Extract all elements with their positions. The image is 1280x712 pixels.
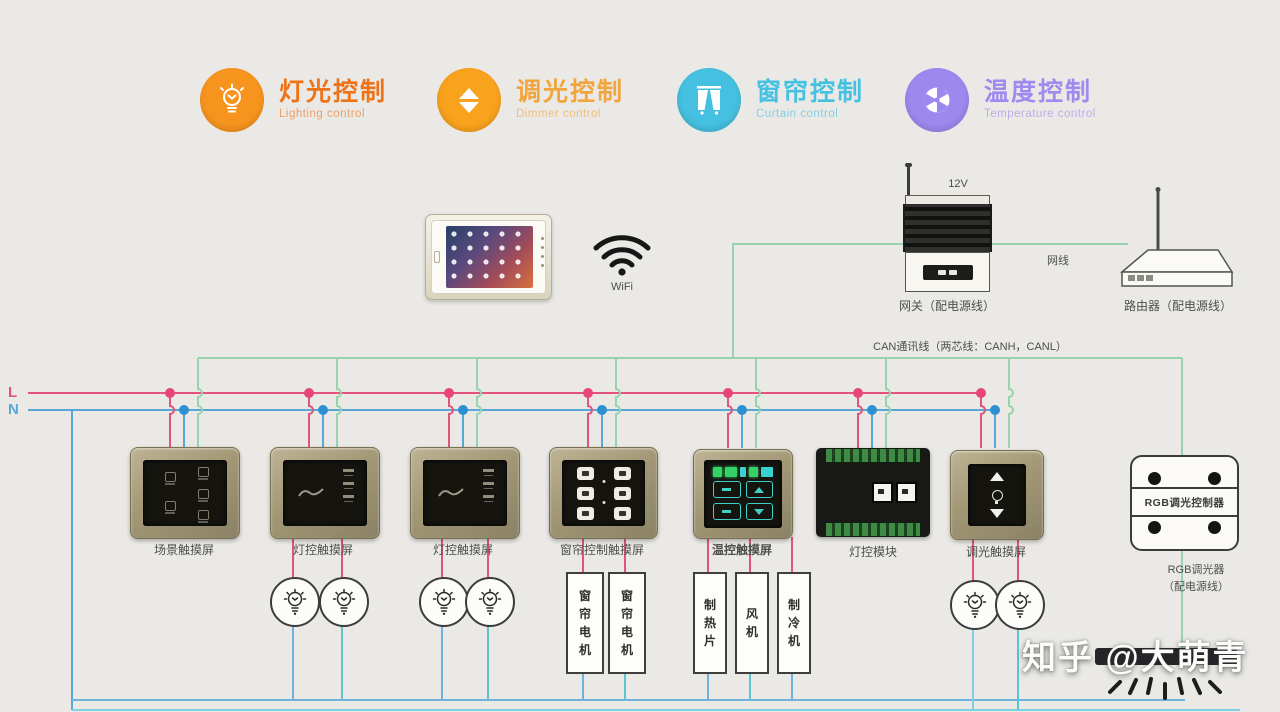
gateway-device — [903, 163, 992, 292]
legend-lighting: 灯光控制 Lighting control — [200, 68, 387, 132]
panel-label-light-2: 灯控触摸屏 — [432, 543, 494, 557]
legend-subtitle: Curtain control — [756, 108, 839, 120]
curtain-motor-1: 窗帘电机 — [566, 572, 604, 674]
network-cable-label: 网线 — [1047, 255, 1069, 267]
dimmer-touch-panel — [950, 450, 1044, 540]
legend-temperature: 温度控制 Temperature control — [905, 68, 1096, 132]
legend-title: 窗帘控制 — [756, 78, 865, 106]
gateway-heatsink — [903, 204, 992, 252]
lighting-icon — [200, 68, 264, 132]
rgb-dimming-controller: RGB调光控制器 — [1130, 455, 1239, 551]
watermark: 知乎 @大萌青 — [1022, 639, 1249, 677]
lamp-load — [319, 577, 369, 627]
module-port — [872, 482, 893, 503]
router-device — [1116, 186, 1238, 295]
gateway-voltage-label: 12V — [948, 178, 968, 190]
lamp-load — [270, 577, 320, 627]
wifi-label: WiFi — [611, 281, 633, 293]
wifi-icon — [593, 235, 651, 276]
legend-subtitle: Temperature control — [984, 108, 1096, 120]
live-junction-dots — [165, 388, 986, 398]
legend-subtitle: Dimmer control — [516, 108, 601, 120]
legend-dimming: 调光控制 Dimmer control — [437, 68, 624, 132]
light-touch-panel-1 — [270, 447, 380, 539]
module-terminal-bottom — [825, 522, 921, 537]
fan-load: 风机 — [735, 572, 769, 674]
light-control-module — [816, 448, 930, 537]
panel-label-curtain: 窗帘控制触摸屏 — [559, 543, 645, 557]
panel-label-thermostat: 温控触摸屏 — [711, 543, 773, 557]
legend-subtitle: Lighting control — [279, 108, 365, 120]
curtain-icon — [677, 68, 741, 132]
panel-label-scene: 场景触摸屏 — [153, 543, 215, 557]
curtain-motor-2: 窗帘电机 — [608, 572, 646, 674]
cooler-load: 制冷机 — [777, 572, 811, 674]
rgb-strip-light — [1095, 648, 1237, 665]
curtain-touch-panel — [549, 447, 658, 539]
neutral-line-label: N — [8, 401, 19, 418]
module-terminal-top — [825, 448, 921, 463]
wall-tablet — [425, 214, 552, 300]
legend-title: 温度控制 — [984, 78, 1093, 106]
legend-title: 灯光控制 — [279, 78, 388, 106]
lamp-load — [995, 580, 1045, 630]
live-line-label: L — [8, 384, 18, 401]
lamp-load — [419, 577, 469, 627]
dimmer-icon — [437, 68, 501, 132]
router-label: 路由器（配电源线） — [1123, 299, 1233, 313]
can-bus-label: CAN通讯线（两芯线：CANH，CANL） — [873, 341, 1067, 353]
heater-load: 制热片 — [693, 572, 727, 674]
rgb-controller-label: RGB调光控制器 — [1144, 497, 1225, 509]
lamp-load — [465, 577, 515, 627]
scene-touch-panel — [130, 447, 240, 539]
panel-label-light-1: 灯控触摸屏 — [292, 543, 354, 557]
rgb-dimmer-note: RGB调光器 （配电源线） — [1163, 564, 1229, 593]
rgb-light-rays — [1108, 677, 1222, 700]
thermostat-touch-panel — [693, 449, 793, 539]
legend-title: 调光控制 — [516, 78, 625, 106]
module-port — [896, 482, 917, 503]
gateway-logo — [922, 264, 973, 280]
fan-icon — [905, 68, 969, 132]
panel-label-module: 灯控模块 — [848, 545, 898, 559]
lamp-load — [950, 580, 1000, 630]
gateway-antenna — [905, 163, 912, 198]
wifi-symbol: WiFi — [588, 226, 656, 293]
legend-curtain: 窗帘控制 Curtain control — [677, 68, 864, 132]
light-touch-panel-2 — [410, 447, 520, 539]
tablet-screen — [446, 226, 533, 288]
thermostat-lcd — [713, 467, 774, 477]
gateway-label: 网关（配电源线） — [898, 299, 996, 313]
neutral-junction-dots — [179, 405, 1000, 415]
panel-label-dimmer: 调光触摸屏 — [965, 545, 1027, 559]
